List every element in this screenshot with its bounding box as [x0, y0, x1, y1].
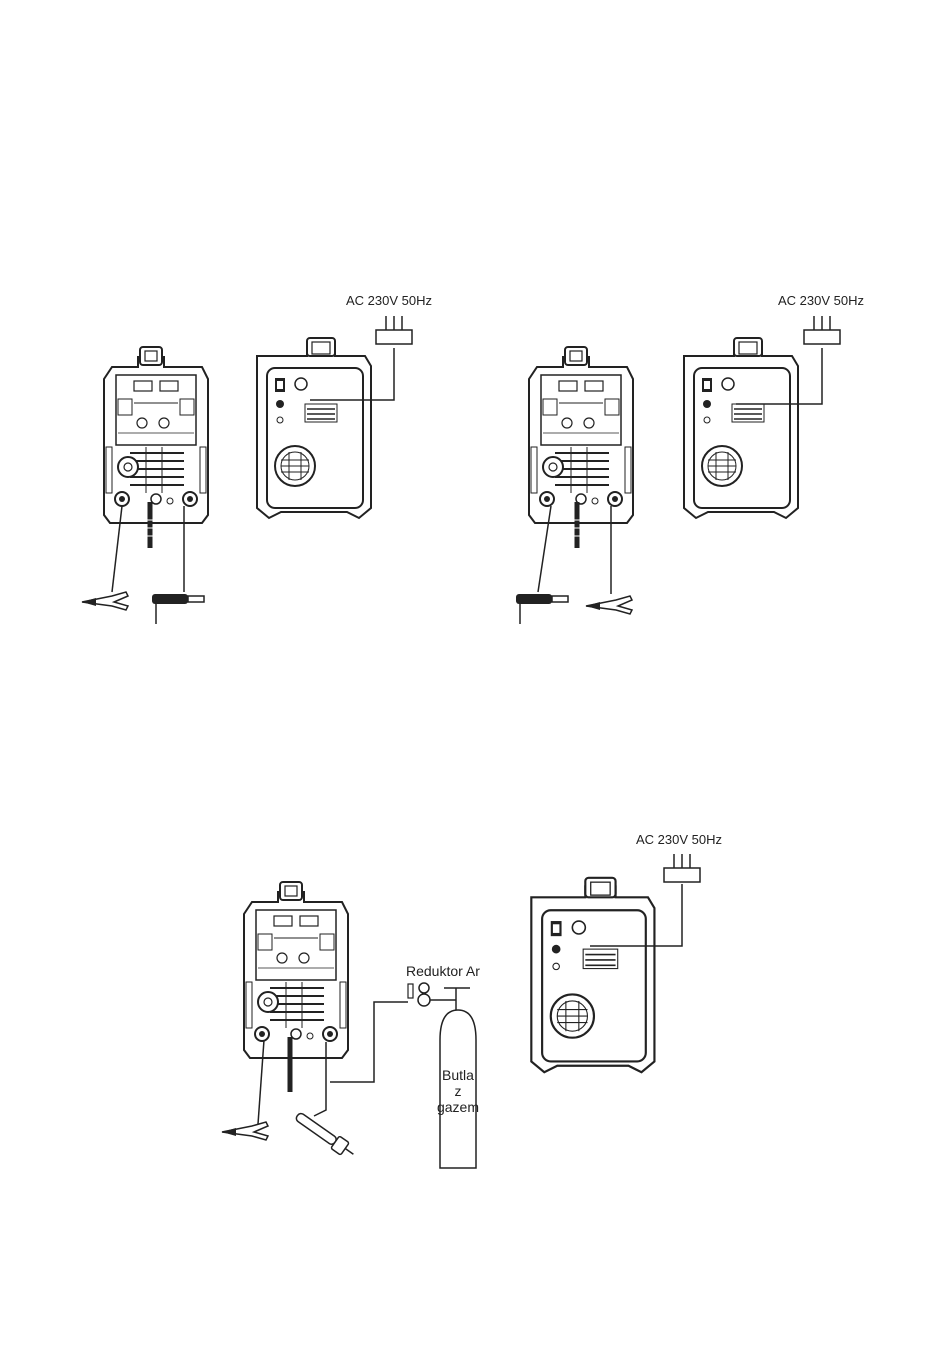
diagram-2: AC 230V 50Hz	[516, 293, 864, 624]
power-label: AC 230V 50Hz	[778, 293, 864, 308]
welder-rear-panel	[531, 878, 654, 1072]
cylinder-label-line2: z	[455, 1083, 462, 1099]
electrode-holder-icon	[516, 594, 568, 624]
ground-clamp-icon	[82, 592, 128, 610]
welder-rear-panel	[257, 338, 371, 518]
diagram-3: Reduktor Ar Butla z gazem AC 230V 50Hz	[222, 832, 722, 1168]
welder-front-panel	[104, 347, 208, 523]
power-label: AC 230V 50Hz	[636, 832, 722, 847]
welder-front-panel	[529, 347, 633, 523]
power-plug-icon	[376, 316, 412, 344]
welder-front-panel	[244, 882, 348, 1058]
power-plug-icon	[804, 316, 840, 344]
power-plug-icon	[664, 854, 700, 882]
electrode-holder-icon	[152, 594, 204, 624]
diagram-1: AC 230V 50Hz	[82, 293, 432, 624]
power-label: AC 230V 50Hz	[346, 293, 432, 308]
cylinder-label-line1: Butla	[442, 1067, 474, 1083]
cylinder-label-line3: gazem	[437, 1099, 479, 1115]
regulator-label: Reduktor Ar	[406, 963, 480, 979]
ground-clamp-icon	[222, 1122, 268, 1140]
ground-clamp-icon	[586, 596, 632, 614]
welder-rear-panel	[684, 338, 798, 518]
tig-torch-icon	[293, 1110, 357, 1161]
gas-regulator-icon	[408, 983, 470, 1010]
